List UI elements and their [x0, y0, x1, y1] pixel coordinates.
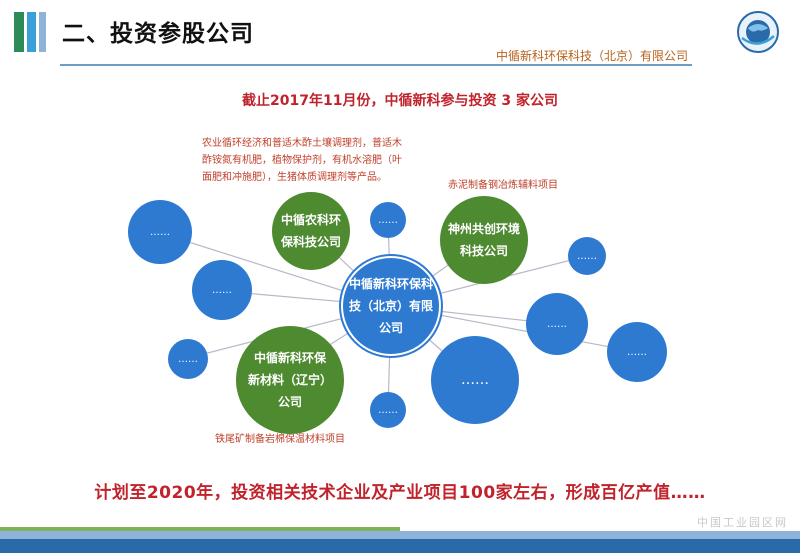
header-accent-bars [14, 12, 46, 52]
placeholder-text: …… [212, 284, 232, 296]
placeholder-text: …… [378, 214, 398, 226]
footer-band-light [0, 531, 800, 539]
parent-company-circle: 中循新科环保科 技（北京）有限 公司 [341, 256, 441, 356]
placeholder-text: …… [461, 372, 489, 388]
subtitle: 截止2017年11月份，中循新科参与投资 3 家公司 [242, 93, 558, 109]
shenzhou-note: 赤泥制备钢冶炼辅料项目 [448, 180, 558, 191]
parent-company-label: 中循新科环保科 [348, 277, 433, 291]
globe-logo-icon [737, 11, 779, 53]
placeholder-text: …… [627, 346, 647, 358]
agri-company-label: 保科技公司 [280, 235, 341, 249]
shenzhou-company-label: 神州共创环境 [447, 222, 520, 236]
liaoning-note: 铁尾矿制备岩棉保温材料项目 [215, 434, 345, 445]
placeholder-circle: …… [526, 293, 588, 355]
placeholder-circle: …… [168, 339, 208, 379]
liaoning-company-label: 中循新科环保 [253, 351, 326, 365]
liaoning-company-label: 公司 [277, 395, 302, 409]
placeholder-circle: …… [370, 202, 406, 238]
page-title: 二、投资参股公司 [62, 21, 254, 47]
agri-note-line: 农业循环经济和普适木酢土壤调理剂，普适木 [202, 138, 402, 149]
placeholder-circle: …… [370, 392, 406, 428]
placeholder-text: …… [178, 353, 198, 365]
company-name: 中循新科环保科技（北京）有限公司 [495, 49, 688, 63]
agri-company-circle: 中循农科环 保科技公司 [272, 192, 350, 270]
placeholder-circle: …… [607, 322, 667, 382]
footer-accent [0, 527, 400, 533]
header-divider [60, 64, 692, 66]
placeholder-text: …… [150, 226, 170, 238]
placeholder-circle: …… [192, 260, 252, 320]
footer-band-dark [0, 539, 800, 553]
placeholder-text: …… [547, 318, 567, 330]
agri-note-line: 面肥和冲施肥），生猪体质调理剂等产品。 [202, 172, 387, 183]
liaoning-company-label: 新材料（辽宁） [247, 373, 332, 387]
agri-note-line: 酢铵氮有机肥，植物保护剂，有机水溶肥（叶 [202, 155, 402, 166]
parent-company-label: 技（北京）有限 [348, 299, 433, 313]
shenzhou-company-label: 科技公司 [459, 244, 508, 258]
liaoning-company-circle: 中循新科环保 新材料（辽宁） 公司 [236, 326, 344, 434]
watermark: 中国工业园区网 [697, 516, 788, 529]
plan-statement: 计划至2020年，投资相关技术企业及产业项目100家左右，形成百亿产值…… [94, 483, 706, 503]
placeholder-text: …… [577, 250, 597, 262]
parent-company-label: 公司 [378, 321, 403, 335]
agri-note: 农业循环经济和普适木酢土壤调理剂，普适木 酢铵氮有机肥，植物保护剂，有机水溶肥（… [202, 135, 402, 186]
placeholder-circle: …… [431, 336, 519, 424]
placeholder-text: …… [378, 404, 398, 416]
placeholder-circle: …… [128, 200, 192, 264]
shenzhou-company-circle: 神州共创环境 科技公司 [440, 196, 528, 284]
agri-company-label: 中循农科环 [280, 213, 341, 227]
placeholder-circle: …… [568, 237, 606, 275]
